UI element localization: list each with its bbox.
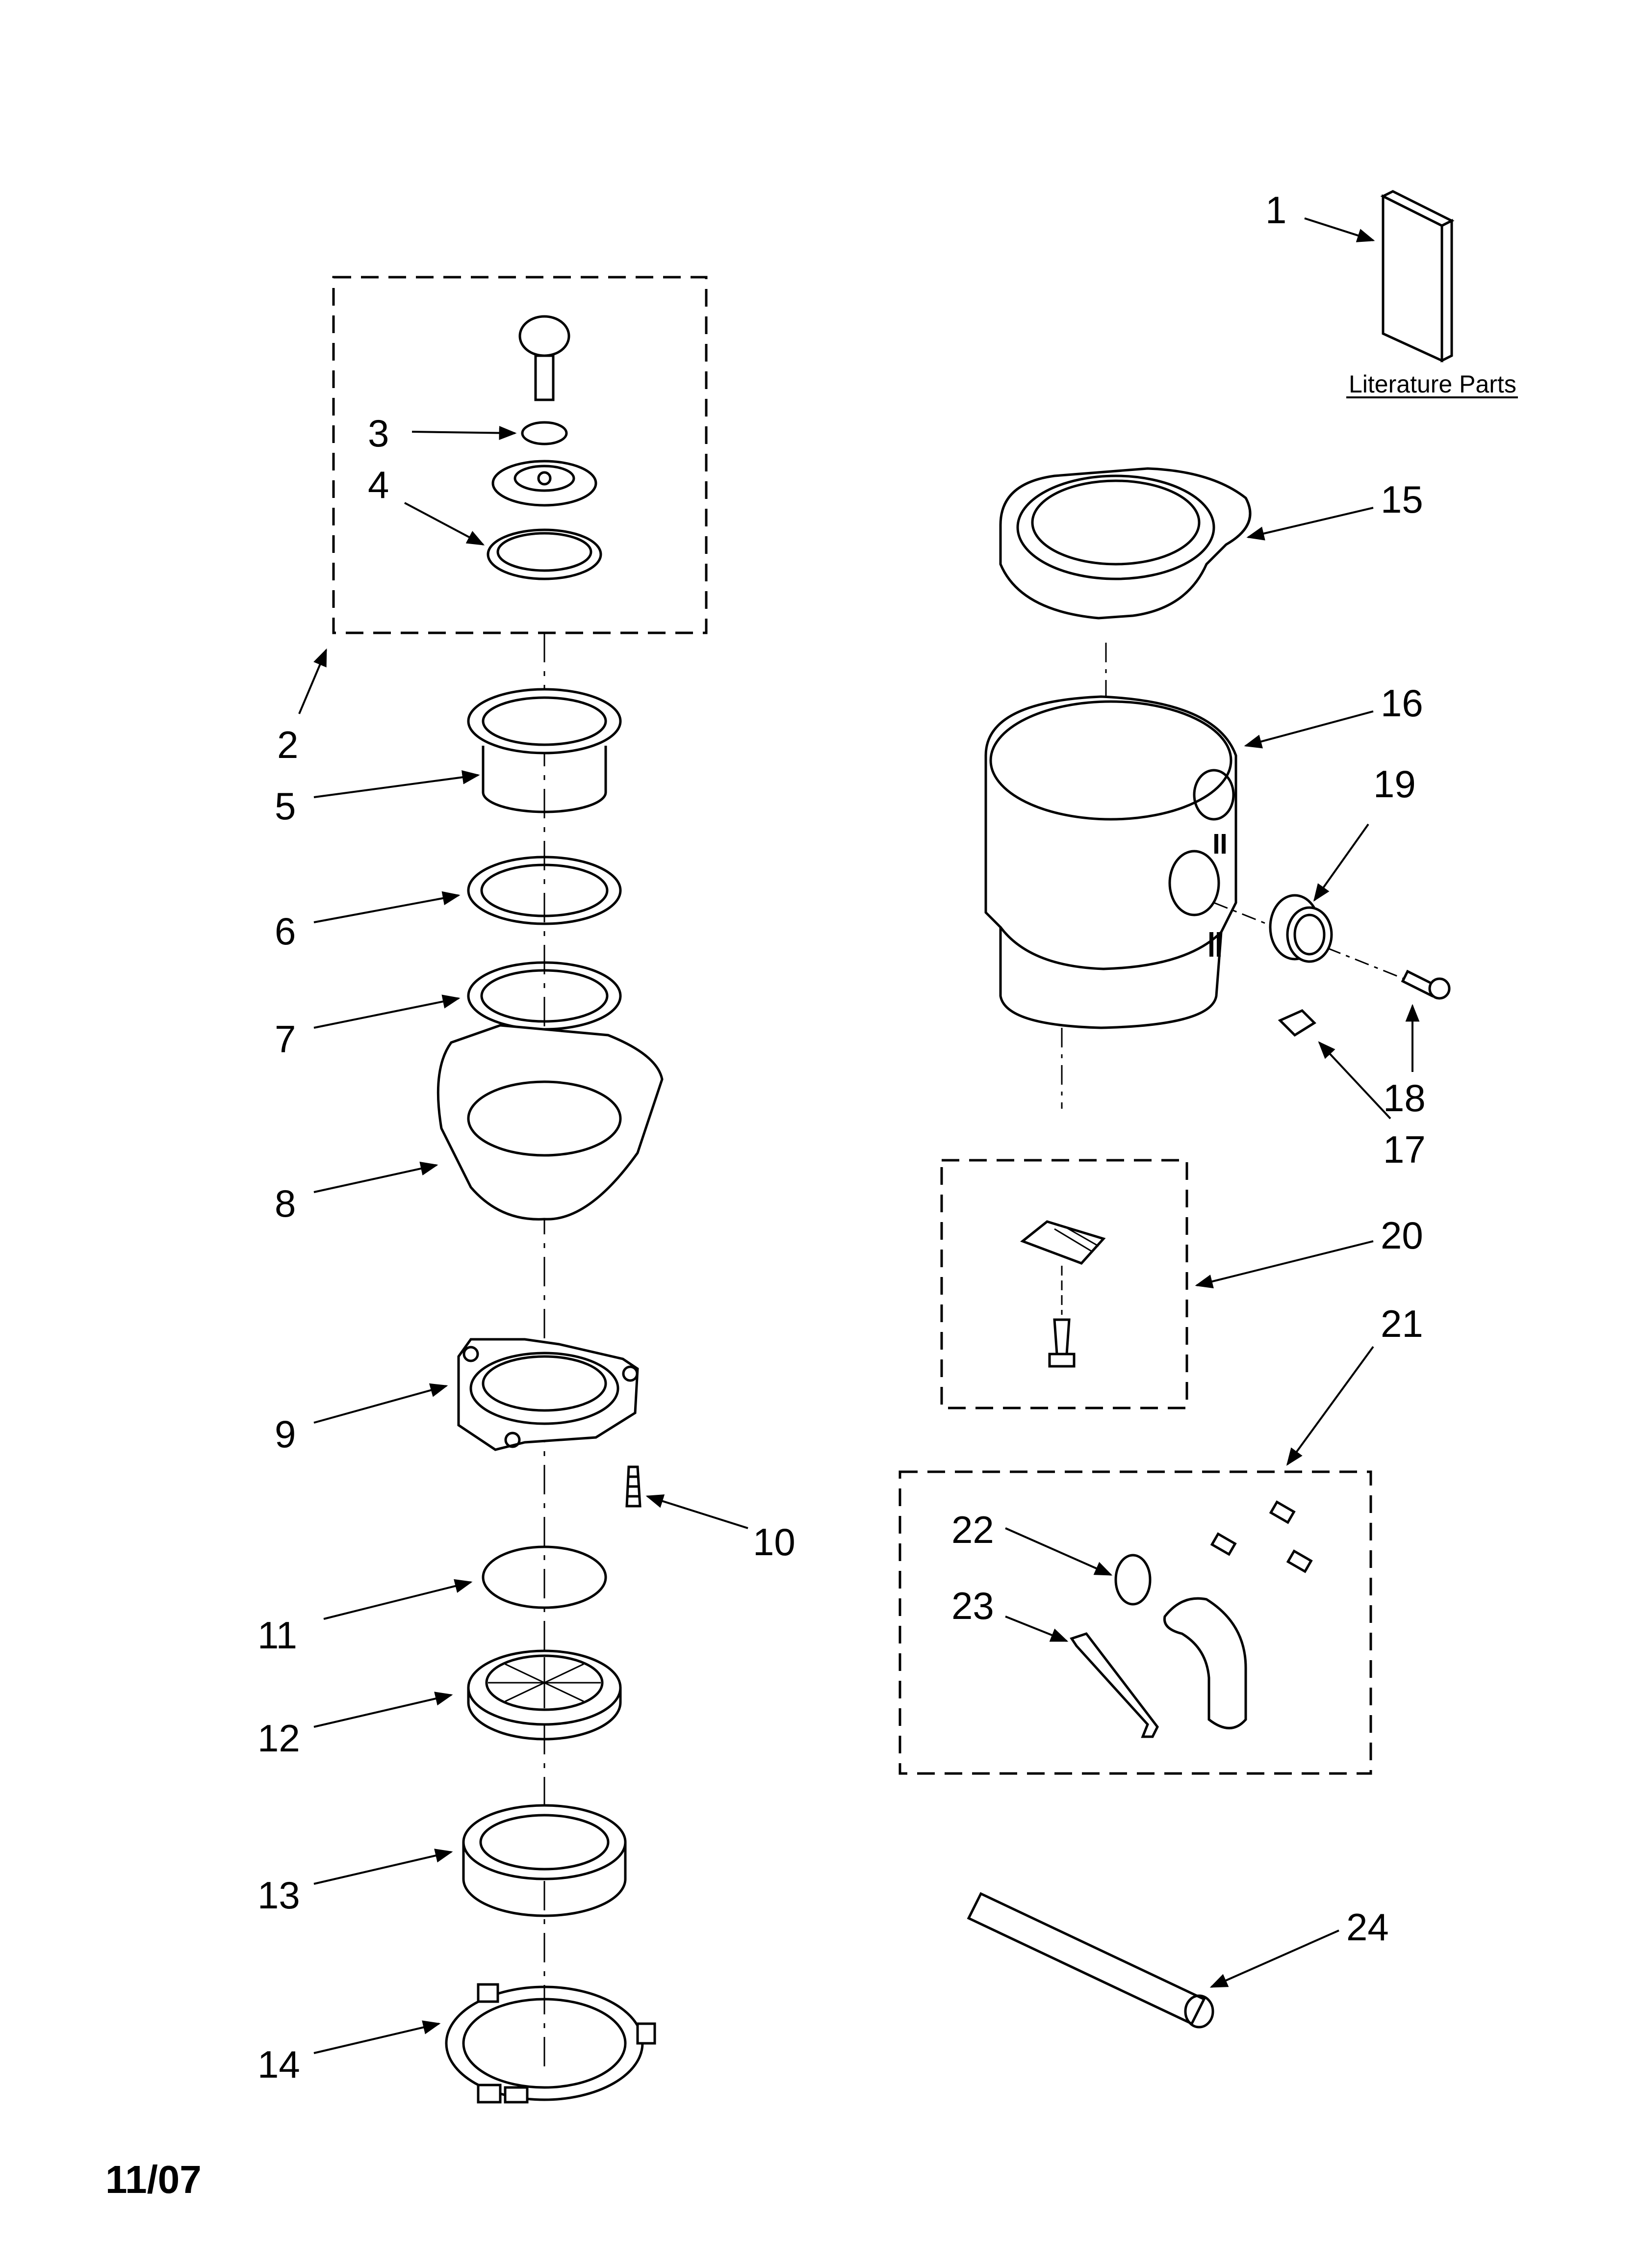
stopper-assembly-box	[332, 276, 708, 634]
leader-3	[411, 426, 517, 440]
callout-20: 20	[1381, 1214, 1423, 1257]
literature-parts-label: Literature Parts	[1349, 370, 1516, 398]
plate-screw	[1048, 1318, 1076, 1368]
splash-baffle	[467, 1649, 622, 1741]
callout-23: 23	[951, 1584, 994, 1627]
literature-booklet	[1380, 190, 1455, 363]
leader-11	[323, 1579, 473, 1620]
leader-21	[1286, 1346, 1374, 1466]
stopper	[518, 315, 570, 401]
hardware-box-21	[898, 1470, 1372, 1775]
splash-guard	[487, 528, 602, 580]
leader-7	[313, 994, 461, 1029]
leader-9	[313, 1383, 448, 1424]
sink-ring	[462, 1804, 627, 1917]
stopper-disc	[491, 460, 597, 507]
callout-8: 8	[275, 1182, 296, 1225]
callout-7: 7	[275, 1017, 296, 1061]
top-cover	[999, 467, 1252, 620]
leader-4	[404, 502, 485, 546]
leader-8	[313, 1161, 438, 1193]
callout-6: 6	[275, 910, 296, 953]
callout-24: 24	[1346, 1905, 1389, 1949]
callout-17: 17	[1383, 1128, 1426, 1171]
callout-21: 21	[1381, 1302, 1423, 1345]
leader-10	[645, 1494, 748, 1529]
cushion-gasket	[482, 1545, 607, 1609]
callout-11: 11	[257, 1614, 297, 1657]
callout-4: 4	[368, 463, 389, 506]
footer-date: 11/07	[105, 2158, 202, 2201]
leader-12	[313, 1692, 453, 1728]
mounting-screw	[625, 1465, 641, 1508]
outlet-screw	[1401, 969, 1451, 1000]
hardware-box-20	[940, 1159, 1188, 1409]
leader-17	[1318, 1041, 1391, 1120]
leader-22	[1005, 1527, 1113, 1576]
sink-flange	[467, 688, 622, 813]
mounting-ring	[436, 1024, 664, 1221]
dishwasher-tube	[967, 1892, 1214, 2029]
callout-5: 5	[275, 784, 296, 828]
disposer-housing	[984, 695, 1237, 1029]
leader-13	[313, 1849, 453, 1885]
callout-16: 16	[1381, 681, 1423, 725]
snap-ring	[445, 1983, 656, 2104]
callout-3: 3	[368, 412, 389, 455]
callout-1: 1	[1265, 188, 1286, 232]
discharge-outlet	[1269, 894, 1333, 963]
callout-14: 14	[257, 2043, 300, 2086]
leader-2	[298, 648, 327, 714]
leader-14	[313, 2020, 441, 2054]
leader-23	[1005, 1616, 1069, 1642]
discharge-elbow	[1163, 1597, 1247, 1729]
stopper-ring	[521, 421, 568, 445]
callout-2: 2	[277, 723, 298, 766]
callout-22: 22	[951, 1508, 994, 1551]
callout-12: 12	[257, 1717, 300, 1760]
leader-16	[1244, 710, 1374, 749]
hardware-screws	[1210, 1500, 1313, 1573]
leader-20	[1195, 1240, 1374, 1289]
fiber-gasket	[467, 856, 622, 925]
leader-5	[313, 770, 480, 798]
leader-15	[1246, 507, 1374, 541]
leader-6	[313, 891, 461, 923]
leader-24	[1209, 1929, 1339, 1988]
callout-10: 10	[753, 1520, 795, 1564]
callout-19: 19	[1373, 762, 1416, 806]
leader-19	[1313, 823, 1369, 902]
callout-9: 9	[275, 1412, 296, 1456]
callout-13: 13	[257, 1874, 300, 1917]
leader-1	[1304, 217, 1375, 242]
callout-15: 15	[1381, 478, 1423, 521]
callout-18: 18	[1383, 1076, 1426, 1120]
outlet-clip	[1278, 1009, 1316, 1037]
label-plate	[1020, 1220, 1106, 1265]
wrench	[1070, 1632, 1159, 1738]
support-ring	[457, 1338, 639, 1451]
hose-clamp	[1114, 1554, 1152, 1606]
